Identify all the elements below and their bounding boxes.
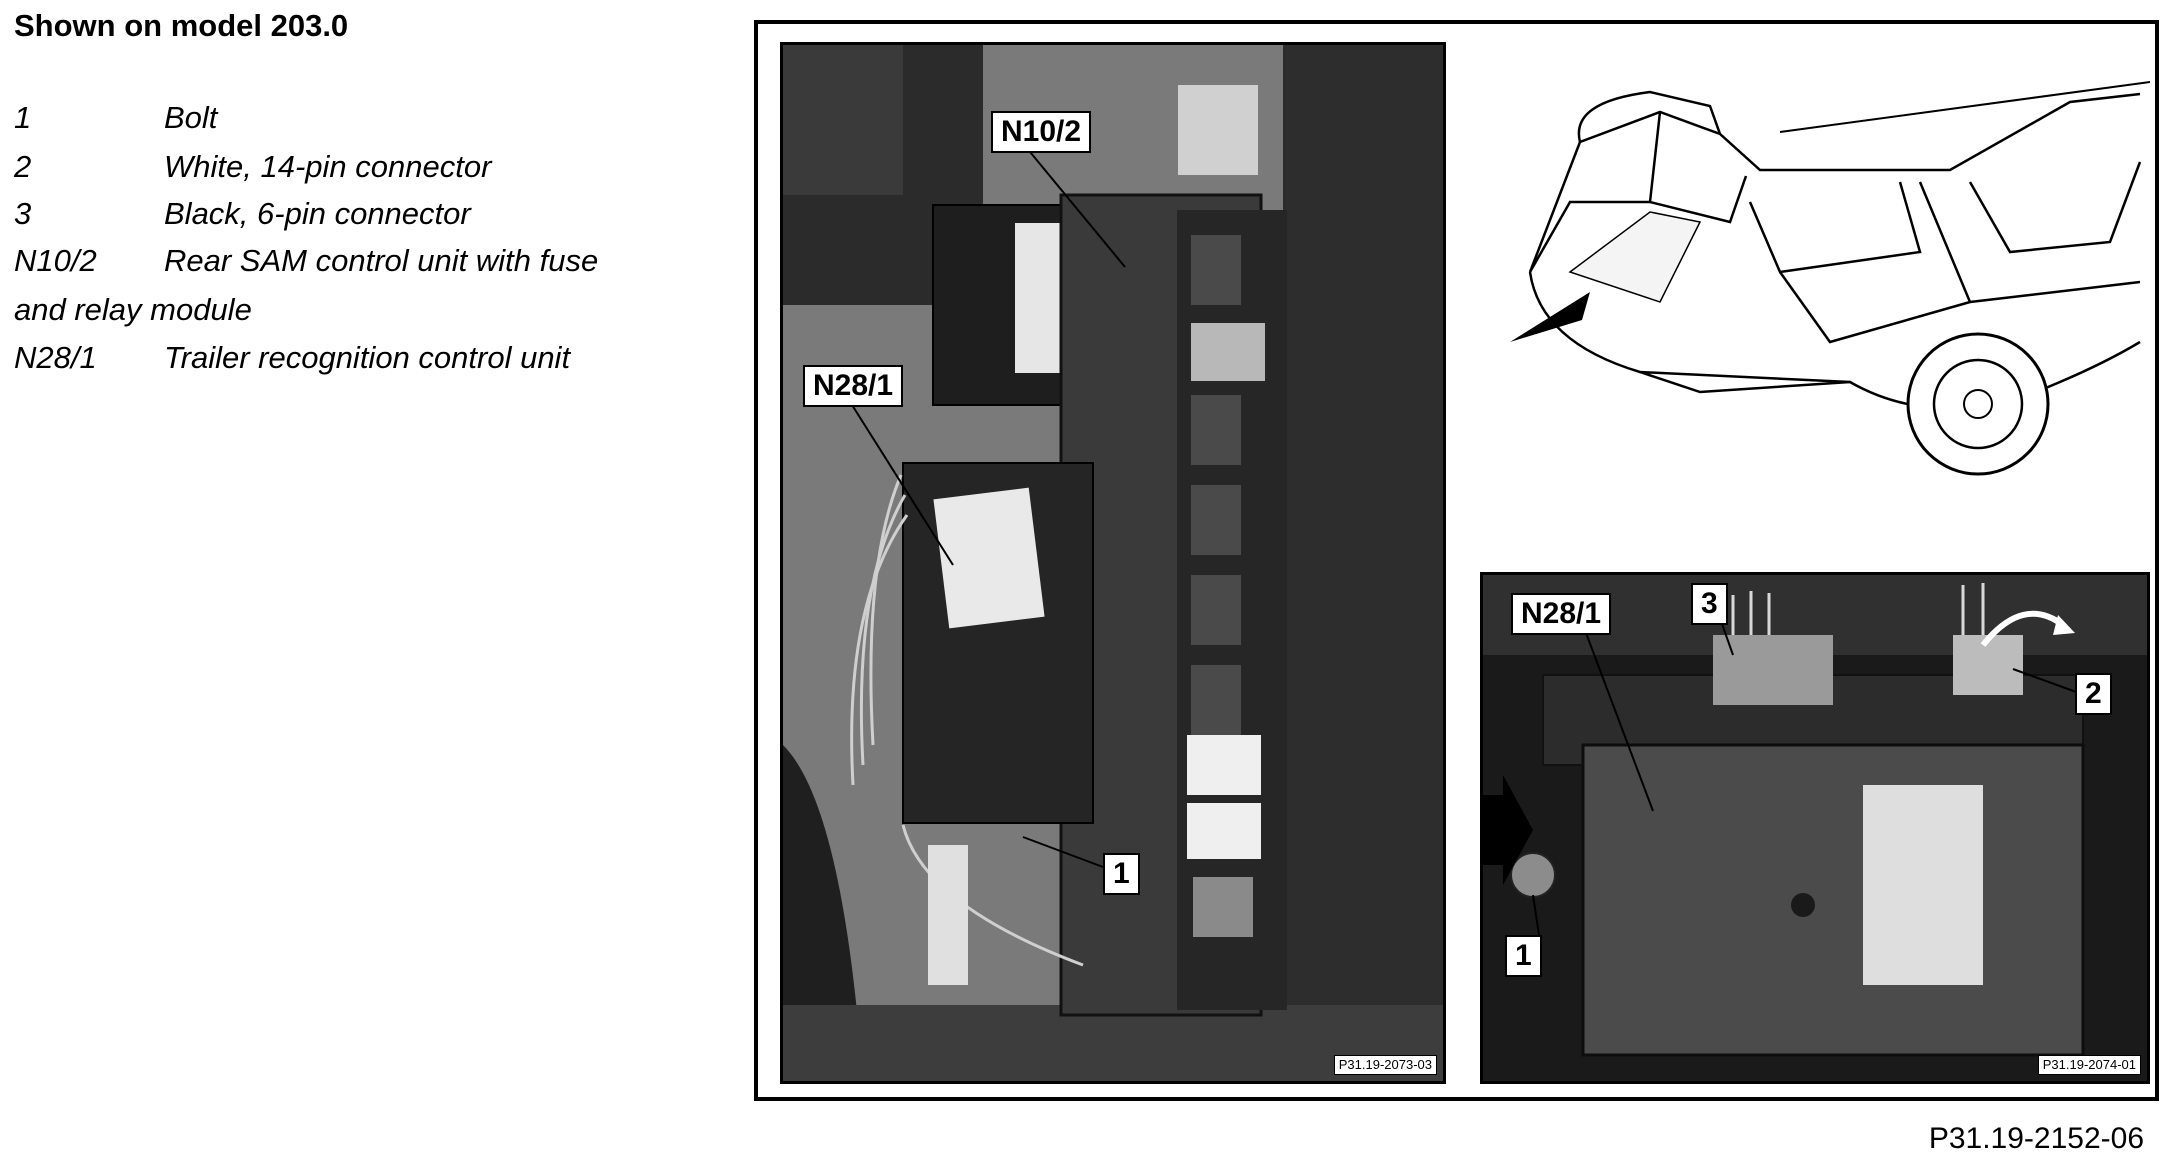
photo-reference: P31.19-2073-03 xyxy=(1333,1055,1437,1075)
left-photo-drawing xyxy=(783,45,1443,1081)
legend-item: N10/2 Rear SAM control unit with fuse xyxy=(14,243,598,279)
left-photo: N10/2 N28/1 1 P31.19-2073-03 xyxy=(780,42,1446,1084)
callout-1: 1 xyxy=(1505,935,1542,977)
callout-n10-2: N10/2 xyxy=(991,111,1092,153)
right-photo-drawing xyxy=(1483,575,2147,1081)
legend-code: 3 xyxy=(14,196,32,231)
right-photo: N28/1 3 2 1 P31.19-2074-01 xyxy=(1480,572,2150,1084)
photo-reference: P31.19-2074-01 xyxy=(2037,1055,2141,1075)
legend-item: 1 Bolt xyxy=(14,100,217,136)
legend-desc: Rear SAM control unit with fuse xyxy=(164,243,599,278)
legend-desc: and relay module xyxy=(14,292,252,327)
legend-item: 2 White, 14-pin connector xyxy=(14,149,491,185)
figure-frame: N10/2 N28/1 1 P31.19-2073-03 xyxy=(754,20,2159,1101)
figure-reference: P31.19-2152-06 xyxy=(1928,1122,2144,1155)
car-overview-drawing xyxy=(1450,42,2151,562)
legend-code: 2 xyxy=(14,149,32,184)
legend-code: N10/2 xyxy=(14,243,97,278)
legend-code: N28/1 xyxy=(14,340,97,375)
callout-1: 1 xyxy=(1103,853,1140,895)
car-drawing xyxy=(1510,81,2151,476)
legend-item: 3 Black, 6-pin connector xyxy=(14,196,471,232)
legend-desc: White, 14-pin connector xyxy=(164,149,492,184)
page-title: Shown on model 203.0 xyxy=(14,8,349,43)
legend-desc: Trailer recognition control unit xyxy=(164,340,571,375)
legend-code: 1 xyxy=(14,100,32,135)
callout-n28-1: N28/1 xyxy=(803,365,904,407)
callout-n28-1: N28/1 xyxy=(1511,593,1612,635)
callout-3: 3 xyxy=(1691,583,1728,625)
legend-desc: Black, 6-pin connector xyxy=(164,196,471,231)
legend-desc: Bolt xyxy=(164,100,218,135)
legend-item: N28/1 Trailer recognition control unit xyxy=(14,340,570,376)
legend-item: and relay module xyxy=(14,292,252,328)
callout-2: 2 xyxy=(2075,673,2112,715)
